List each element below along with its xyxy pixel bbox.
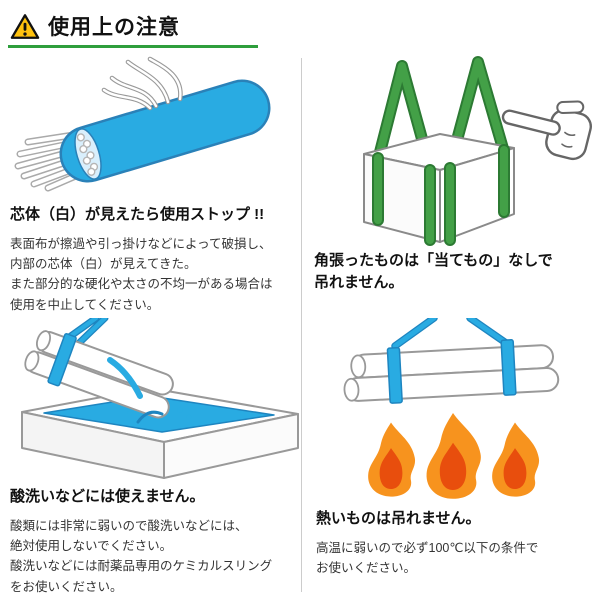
section-body: 酸類には非常に弱いので酸洗いなどには、 絶対使用しないでください。 酸洗いなどに…	[10, 518, 273, 594]
log-bundle	[343, 339, 560, 404]
sling-loops	[372, 56, 510, 174]
title-underline	[8, 45, 258, 48]
cut-opening	[74, 128, 102, 180]
column-divider	[301, 58, 302, 592]
worn-sling-belt-illustration	[10, 56, 300, 198]
warning-triangle-icon	[10, 13, 40, 40]
page-header: 使用上の注意	[10, 11, 180, 41]
section-angular-loads: 角張ったものは「当てもの」なしで 吊れません。	[314, 50, 594, 302]
sling-lines	[391, 318, 513, 350]
section-heading: 酸洗いなどには使えません。	[10, 488, 205, 505]
section-heading: 角張ったものは「当てもの」なしで 吊れません。	[314, 252, 553, 291]
section-core-exposed: 芯体（白）が見えたら使用ストップ !! 表面布が擦過や引っ掛けなどによって破損し…	[10, 56, 300, 315]
acid-bath-illustration	[10, 318, 302, 480]
page-title: 使用上の注意	[48, 16, 180, 39]
pointing-hand-icon	[501, 100, 592, 161]
section-heading: 芯体（白）が見えたら使用ストップ !!	[10, 206, 265, 223]
section-hot-loads: 熱いものは吊れません。 高温に弱いので必ず100℃以下の条件で お使いください。	[316, 318, 594, 578]
logs-over-flames-illustration	[316, 318, 594, 502]
acid-tank-walls	[21, 411, 299, 479]
flame-icon	[426, 413, 481, 499]
strap-bands	[372, 144, 510, 246]
sling-lines	[64, 318, 109, 349]
section-acid-washing: 酸洗いなどには使えません。 酸類には非常に弱いので酸洗いなどには、 絶対使用しな…	[10, 318, 302, 597]
box-sling-illustration	[314, 50, 594, 248]
flame-icon	[492, 422, 540, 497]
core-strand-ends	[14, 130, 89, 192]
splash	[107, 357, 192, 424]
blue-webbing	[59, 79, 271, 183]
flame-icon	[368, 422, 416, 497]
section-heading: 熱いものは吊れません。	[316, 510, 481, 527]
dipped-logs	[24, 330, 174, 419]
spilled-threads	[101, 56, 183, 111]
section-body: 高温に弱いので必ず100℃以下の条件で お使いください。	[316, 540, 539, 575]
section-body: 表面布が擦過や引っ掛けなどによって破損し、 内部の芯体（白）が見えてきた。 また…	[10, 236, 273, 312]
angular-box	[363, 133, 515, 243]
